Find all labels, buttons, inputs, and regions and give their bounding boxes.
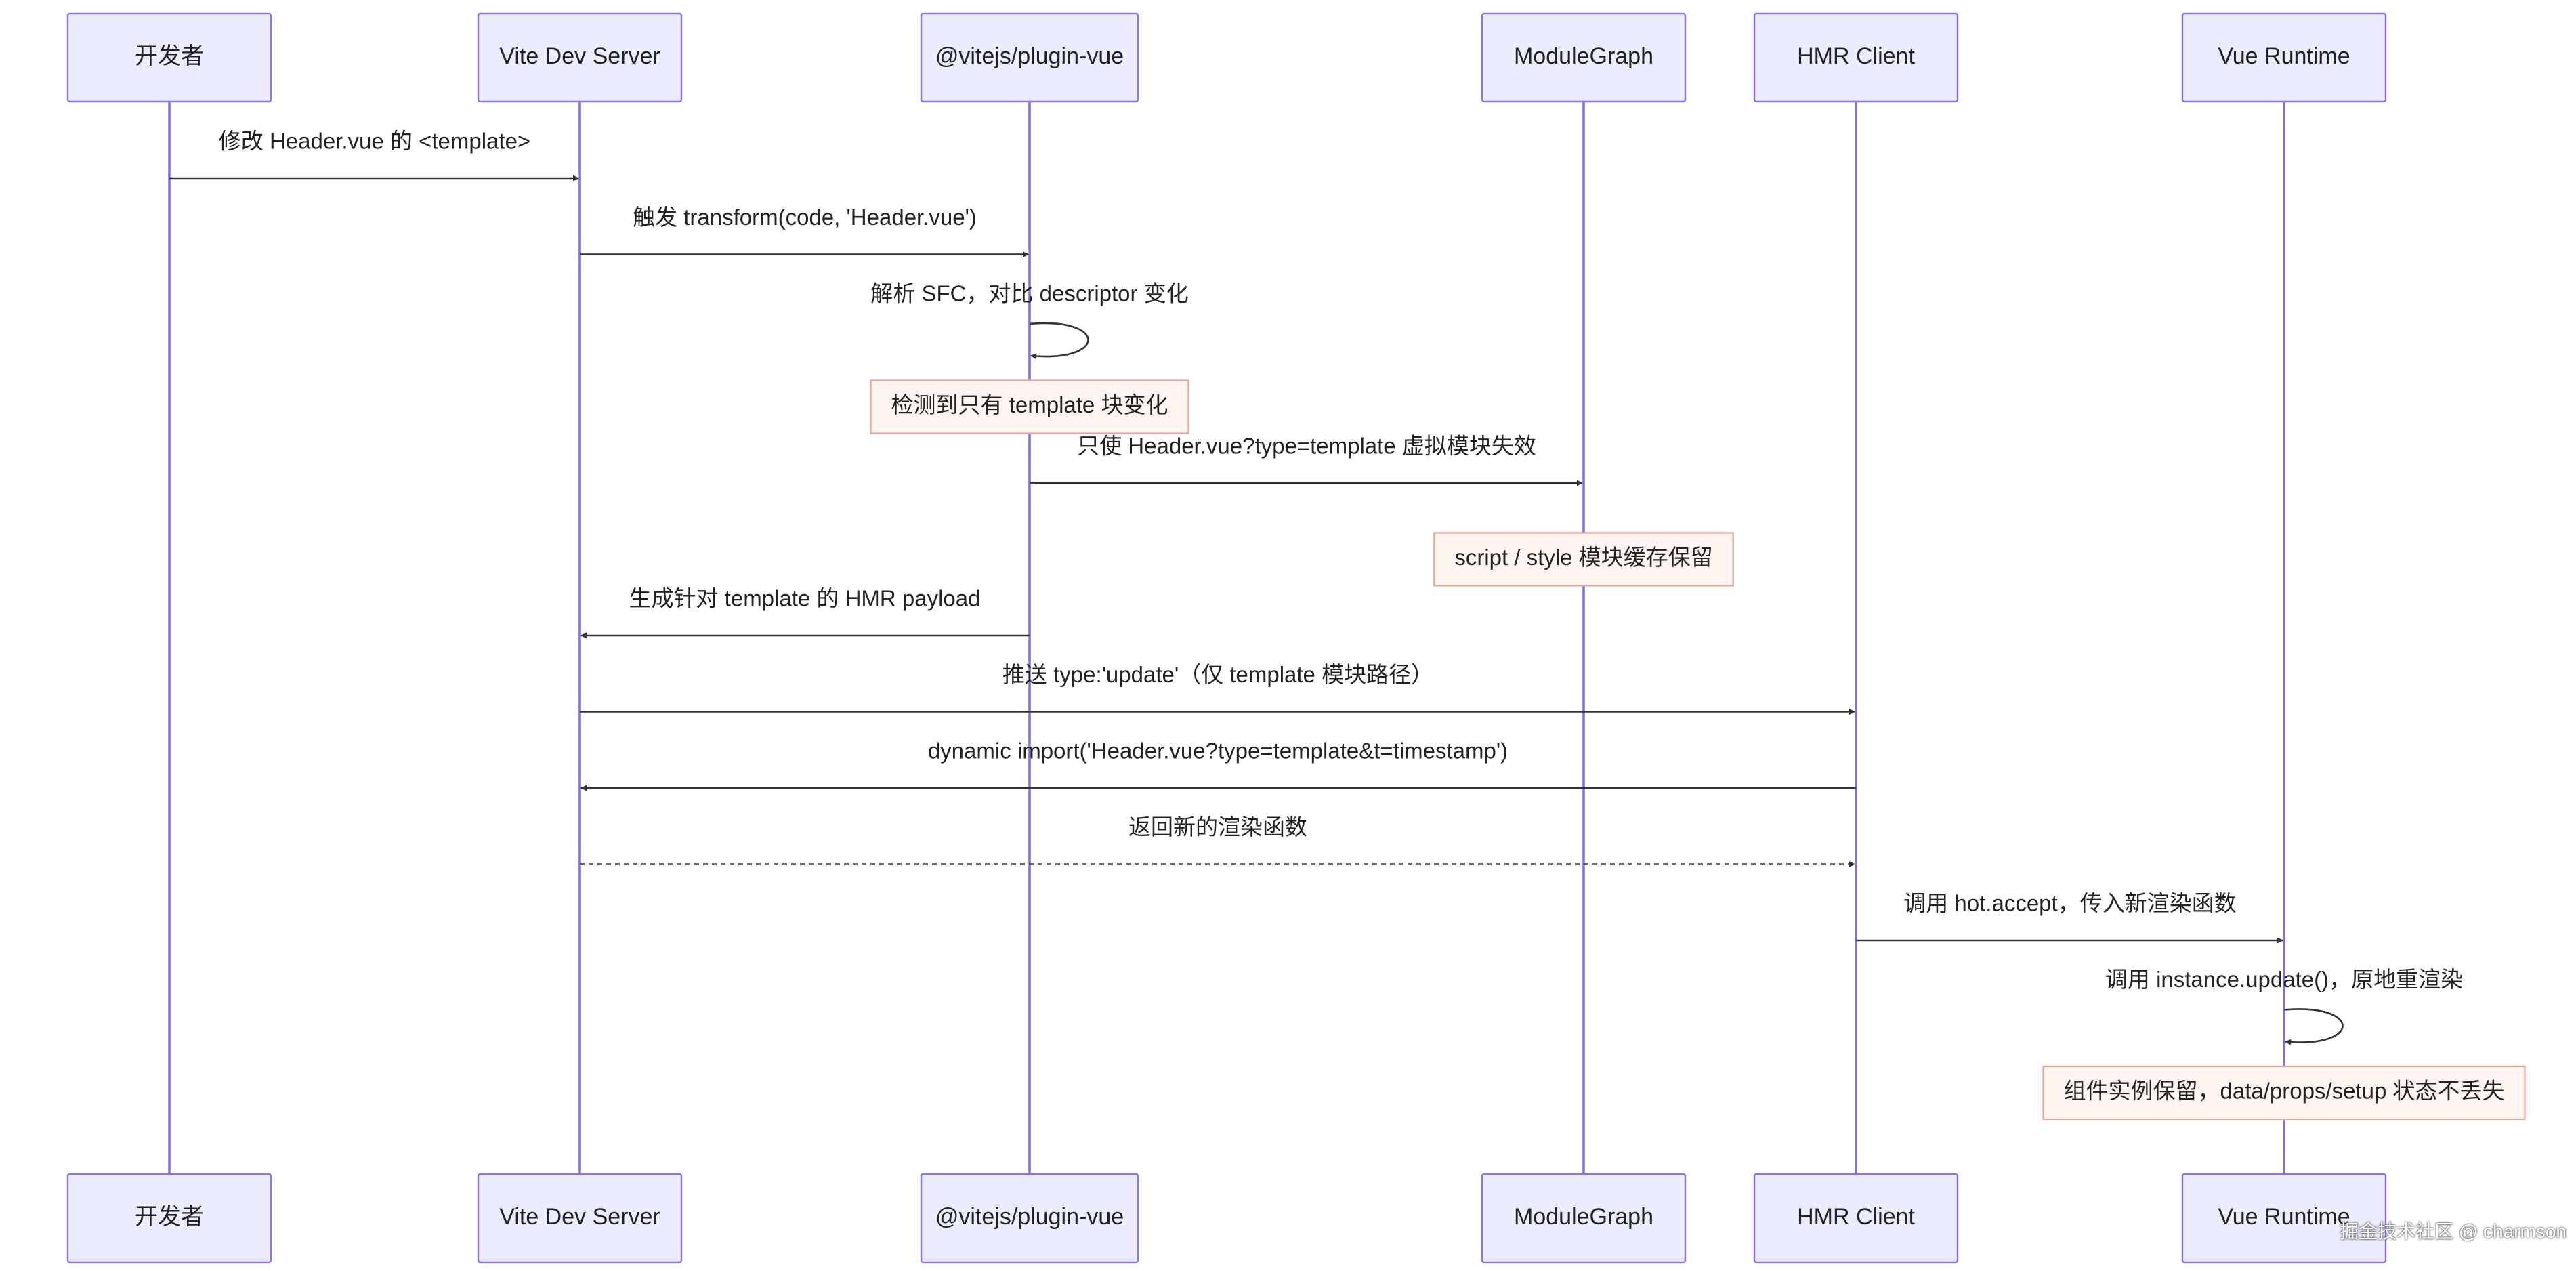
note: 检测到只有 template 块变化 [870,379,1189,434]
actor-plugin-top: @vitejs/plugin-vue [920,12,1139,103]
actor-label: ModuleGraph [1514,1204,1653,1230]
actor-label: Vue Runtime [2218,1204,2350,1230]
note-box [1433,532,1734,587]
actor-vite-bottom: Vite Dev Server [477,1173,683,1264]
actor-vue-bottom: Vue Runtime [2181,1173,2387,1264]
actor-dev-top: 开发者 [66,12,272,103]
actor-label: Vite Dev Server [499,43,660,69]
actor-plugin-bottom: @vitejs/plugin-vue [920,1173,1139,1264]
actor-box [1753,12,1959,103]
note-box [870,379,1189,434]
message-label: 解析 SFC，对比 descriptor 变化 [870,281,1188,306]
message-label: dynamic import('Header.vue?type=template… [928,738,1508,764]
actor-box [2181,1173,2387,1264]
actor-graph-top: ModuleGraph [1481,12,1687,103]
actor-hmr-top: HMR Client [1753,12,1959,103]
watermark-text: 掘金技术社区 @ charmson [2340,1221,2567,1242]
actor-label: HMR Client [1797,1204,1915,1230]
note-box [2042,1065,2526,1121]
self-message: 解析 SFC，对比 descriptor 变化 [870,281,1189,360]
actor-label: 开发者 [135,43,204,69]
message: 只使 Header.vue?type=template 虚拟模块失效 [1030,434,1583,486]
message: 生成针对 template 的 HMR payload [580,586,1030,639]
actor-label: Vue Runtime [2218,43,2350,69]
actor-box [477,1173,683,1264]
actor-box [66,12,272,103]
message: 返回新的渲染函数 [580,814,1855,867]
actor-box [66,1173,272,1264]
message-label: 触发 transform(code, 'Header.vue') [633,205,977,230]
message-label: 修改 Header.vue 的 <template> [219,129,530,154]
note-text: 组件实例保留，data/props/setup 状态不丢失 [2063,1079,2504,1104]
self-message: 调用 instance.update()，原地重渲染 [2105,967,2463,1045]
message: 触发 transform(code, 'Header.vue') [580,205,1029,257]
actor-graph-bottom: ModuleGraph [1481,1173,1687,1264]
actor-box [1753,1173,1959,1264]
message-label: 推送 type:'update'（仅 template 模块路径） [1002,662,1433,687]
actor-label: @vitejs/plugin-vue [935,43,1124,69]
sequence-steps: 修改 Header.vue 的 <template> 触发 transform(c… [169,129,2526,1121]
actor-box [2181,12,2387,103]
lifelines [168,102,2285,1174]
note-text: script / style 模块缓存保留 [1454,545,1712,570]
actor-box [920,12,1139,103]
message-label: 调用 hot.accept，传入新渲染函数 [1903,891,2236,916]
self-loop-arrow [1029,322,1089,360]
note-text: 检测到只有 template 块变化 [891,392,1168,417]
message: 调用 hot.accept，传入新渲染函数 [1856,891,2283,944]
actor-label: HMR Client [1797,43,1915,69]
actor-box [1481,1173,1687,1264]
actor-label: 开发者 [135,1204,204,1230]
actor-box [1481,12,1687,103]
message-label: 返回新的渲染函数 [1128,814,1307,839]
self-loop-arrow [2283,1008,2344,1045]
actor-box [477,12,683,103]
note: script / style 模块缓存保留 [1433,532,1734,587]
message-label: 生成针对 template 的 HMR payload [629,586,981,611]
note: 组件实例保留，data/props/setup 状态不丢失 [2042,1065,2526,1121]
actor-label: Vite Dev Server [499,1204,660,1230]
actor-label: ModuleGraph [1514,43,1653,69]
actor-box [920,1173,1139,1264]
actor-label: @vitejs/plugin-vue [935,1204,1124,1230]
message: 推送 type:'update'（仅 template 模块路径） [580,662,1855,715]
actor-hmr-bottom: HMR Client [1753,1173,1959,1264]
message: 修改 Header.vue 的 <template> [169,129,579,182]
message: dynamic import('Header.vue?type=template… [580,738,1856,791]
message-label: 只使 Header.vue?type=template 虚拟模块失效 [1077,434,1536,459]
actor-dev-bottom: 开发者 [66,1173,272,1264]
actor-vite-top: Vite Dev Server [477,12,683,103]
message-label: 调用 instance.update()，原地重渲染 [2105,967,2463,992]
actor-vue-top: Vue Runtime [2181,12,2387,103]
